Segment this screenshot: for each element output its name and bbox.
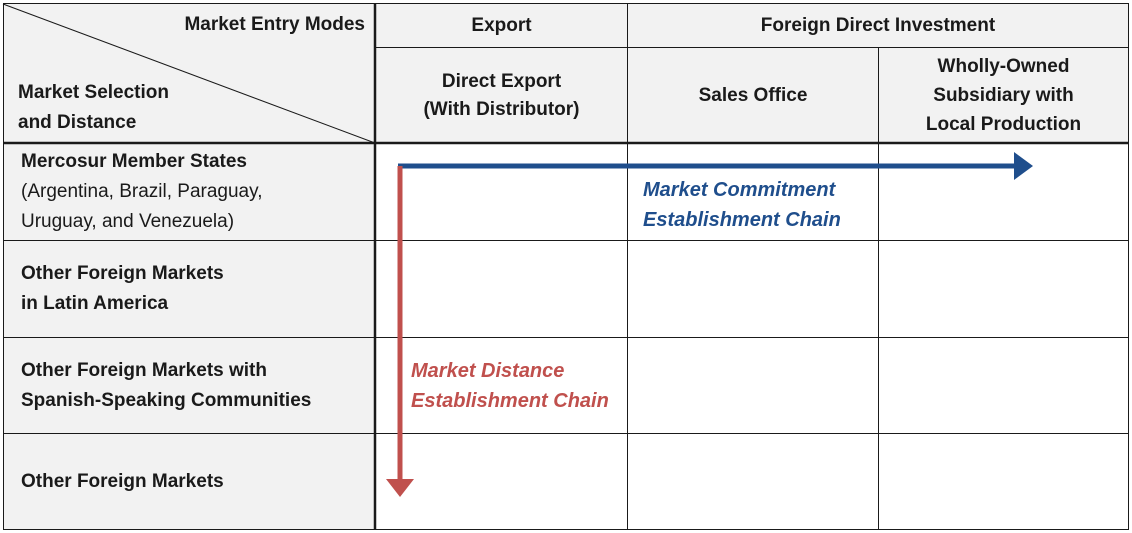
row1-line3: Uruguay, and Venezuela) [21, 211, 235, 232]
wholly-owned-line1: Wholly-Owned [937, 56, 1070, 77]
row-label-latin-america: Other Foreign Markets in Latin America [4, 241, 374, 337]
fdi-label: Foreign Direct Investment [760, 14, 996, 36]
row-label-mercosur: Mercosur Member States (Argentina, Brazi… [4, 146, 374, 240]
header-wholly-owned: Wholly-Owned Subsidiary with Local Produ… [879, 48, 1128, 143]
direct-export-line1: Direct Export [441, 70, 562, 92]
row3-line1: Other Foreign Markets with [21, 359, 267, 381]
row-label-spanish-speaking: Other Foreign Markets with Spanish-Speak… [4, 338, 374, 433]
sales-office-label: Sales Office [698, 84, 808, 106]
row1-line1: Mercosur Member States [21, 151, 247, 172]
row2-line2: in Latin America [21, 293, 169, 314]
header-export: Export [376, 4, 627, 47]
distance-line1: Market Distance [411, 360, 565, 382]
label-column-background [3, 143, 375, 530]
market-commitment-arrow [398, 152, 1033, 180]
arrow-head-right-icon [1014, 152, 1033, 180]
header-sales-office: Sales Office [628, 48, 878, 143]
arrow-head-down-icon [386, 479, 414, 497]
commitment-line2: Establishment Chain [643, 209, 841, 231]
distance-line2: Establishment Chain [411, 390, 609, 412]
corner-left-label: Market Selection and Distance [18, 78, 268, 142]
row1-line2: (Argentina, Brazil, Paraguay, [21, 181, 263, 202]
selection-label-line2: and Distance [18, 112, 137, 133]
row4-line1: Other Foreign Markets [21, 471, 224, 492]
wholly-owned-line2: Subsidiary with [933, 85, 1074, 106]
header-direct-export: Direct Export (With Distributor) [376, 48, 627, 143]
row-label-other: Other Foreign Markets [4, 434, 374, 530]
row3-line2: Spanish-Speaking Communities [21, 389, 312, 411]
selection-label-line1: Market Selection [18, 82, 169, 103]
export-label: Export [471, 14, 532, 36]
header-row-background [3, 3, 1129, 143]
commitment-chain-label: Market Commitment Establishment Chain [643, 175, 841, 235]
wholly-owned-line3: Local Production [925, 114, 1082, 135]
corner-diagonal [2, 3, 376, 144]
matrix-body-background [375, 143, 1129, 530]
direct-export-line2: (With Distributor) [423, 98, 580, 120]
distance-chain-label: Market Distance Establishment Chain [411, 356, 609, 416]
commitment-line1: Market Commitment [643, 179, 836, 201]
table-outer-border [3, 3, 1129, 530]
row2-line1: Other Foreign Markets [21, 263, 224, 284]
corner-top-label: Market Entry Modes [140, 8, 365, 42]
entry-modes-label: Market Entry Modes [184, 14, 365, 35]
header-fdi: Foreign Direct Investment [628, 4, 1128, 47]
market-distance-arrow [386, 166, 414, 497]
